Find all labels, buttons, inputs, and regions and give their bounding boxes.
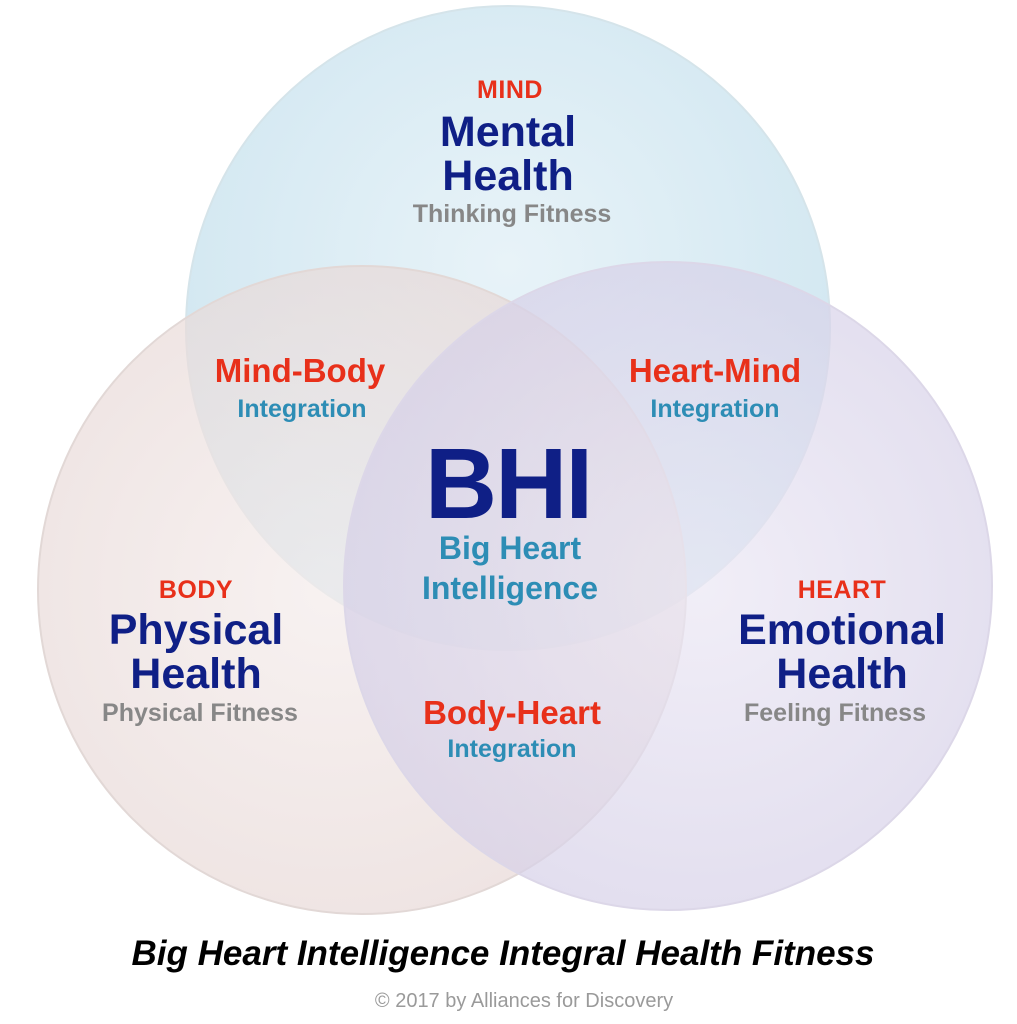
heart-tag: HEART	[797, 576, 887, 604]
emotional-health-title-line1: Emotional	[738, 606, 946, 654]
heart-mind-integration: Integration	[650, 395, 780, 423]
feeling-fitness-subtitle: Feeling Fitness	[744, 699, 926, 727]
thinking-fitness-subtitle: Thinking Fitness	[412, 200, 612, 228]
bhi-line1: Big Heart	[438, 530, 582, 566]
heart-mind-label: Heart-Mind	[628, 352, 802, 389]
mind-body-integration: Integration	[237, 395, 367, 423]
mind-body-label: Mind-Body	[214, 352, 386, 389]
mind-tag: MIND	[477, 76, 543, 104]
mental-health-title-line2: Health	[442, 152, 574, 200]
bhi-acronym: BHI	[424, 428, 593, 540]
heart-circle	[343, 261, 993, 911]
physical-health-title-line1: Physical	[108, 606, 284, 654]
physical-fitness-subtitle: Physical Fitness	[102, 699, 298, 727]
bhi-line2: Intelligence	[421, 570, 599, 606]
copyright-notice: © 2017 by Alliances for Discovery	[374, 990, 674, 1012]
body-heart-integration: Integration	[447, 735, 577, 763]
body-tag: BODY	[158, 576, 234, 604]
emotional-health-title-line2: Health	[776, 650, 908, 698]
diagram-title: Big Heart Intelligence Integral Health F…	[131, 934, 875, 973]
physical-health-title-line2: Health	[130, 650, 262, 698]
mental-health-title-line1: Mental	[439, 108, 577, 156]
body-heart-label: Body-Heart	[423, 694, 601, 731]
